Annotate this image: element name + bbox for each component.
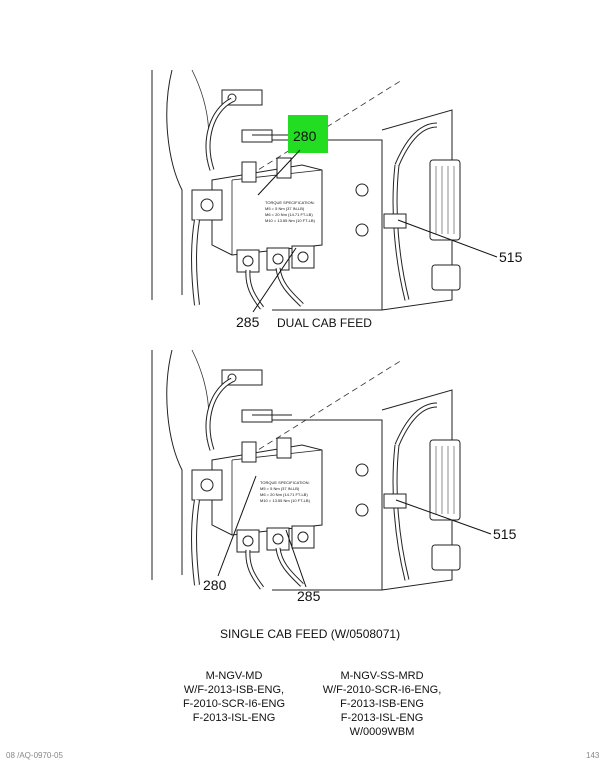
top-plate-line: M6 = 20 Nm (14.71 FT-LB) xyxy=(265,212,313,217)
applicability-line: W/F-2010-SCR-I6-ENG, xyxy=(322,684,442,696)
callout-280[interactable]: 280 xyxy=(293,128,317,144)
leader-285 xyxy=(285,529,307,588)
applicability-line: M-NGV-MD xyxy=(205,670,263,682)
callout-515[interactable]: 515 xyxy=(493,526,517,542)
leader-285 xyxy=(252,247,297,313)
callout-280[interactable]: 280 xyxy=(203,577,227,593)
footer-left: 08 /AQ-0970-05 xyxy=(6,751,63,760)
footer-right: 143 xyxy=(586,751,600,760)
applicability-line: F-2013-ISB-ENG xyxy=(340,698,424,710)
top-plate-line: TORQUE SPECIFICATION: xyxy=(265,200,315,205)
bottom-torque-plate: TORQUE SPECIFICATION: M5 = 5 Nm (37 IN-L… xyxy=(260,480,311,503)
bottom-figure-caption: SINGLE CAB FEED (W/0508071) xyxy=(220,627,401,641)
top-figure: TORQUE SPECIFICATION: M5 = 5 Nm (37 IN-L… xyxy=(152,70,523,330)
callout-515[interactable]: 515 xyxy=(499,249,523,265)
callout-285[interactable]: 285 xyxy=(236,314,260,330)
top-plate-line: M10 = 13.55 Nm (10 FT-LB) xyxy=(265,218,316,223)
single-cab-feed-illustration xyxy=(152,350,460,590)
bottom-plate-line: M6 = 20 Nm (14.71 FT-LB) xyxy=(260,492,308,497)
applicability-line: M-NGV-SS-MRD xyxy=(340,670,424,682)
bottom-plate-line: M5 = 5 Nm (37 IN-LB) xyxy=(260,486,300,491)
applicability-left: M-NGV-MD W/F-2013-ISB-ENG, F-2010-SCR-I6… xyxy=(165,669,303,725)
applicability-line: W/F-2013-ISB-ENG, xyxy=(183,684,285,696)
dual-cab-feed-illustration xyxy=(152,70,460,310)
leader-515 xyxy=(395,499,492,535)
callout-280-highlight xyxy=(288,115,328,153)
applicability-line: F-2013-ISL-ENG xyxy=(340,712,424,724)
applicability-line: F-2010-SCR-I6-ENG xyxy=(182,698,286,710)
leader-515 xyxy=(397,219,498,258)
leader-280 xyxy=(257,149,301,196)
applicability-line: W/0009WBM xyxy=(349,726,415,738)
bottom-plate-line: M10 = 13.55 Nm (10 FT-LB) xyxy=(260,498,311,503)
top-plate-line: M5 = 5 Nm (37 IN-LB) xyxy=(265,206,305,211)
bottom-plate-line: TORQUE SPECIFICATION: xyxy=(260,480,310,485)
applicability-right: M-NGV-SS-MRD W/F-2010-SCR-I6-ENG, F-2013… xyxy=(310,669,454,739)
top-figure-caption: DUAL CAB FEED xyxy=(277,316,372,330)
bottom-figure: TORQUE SPECIFICATION: M5 = 5 Nm (37 IN-L… xyxy=(152,350,517,604)
callout-285[interactable]: 285 xyxy=(297,588,321,604)
leader-280 xyxy=(217,475,257,577)
applicability-line: F-2013-ISL-ENG xyxy=(192,712,276,724)
top-torque-plate: TORQUE SPECIFICATION: M5 = 5 Nm (37 IN-L… xyxy=(265,200,316,223)
